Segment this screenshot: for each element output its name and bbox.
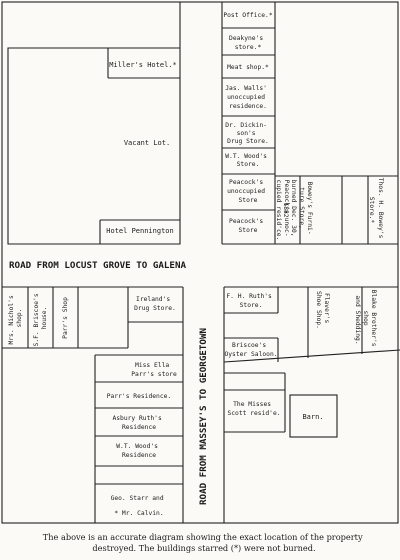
label-geo-starr: Geo. Starr and * Mr. Calvin.	[111, 495, 168, 517]
label-briscoes-oyster: Briscoe's Oyster Saloon.	[224, 342, 277, 358]
label-blake-brothers: Blake Brother's shop and Shedding.	[354, 290, 377, 351]
label-jas-walls: Jas. Walls' unoccupied residence.	[225, 85, 271, 110]
label-peacock-store: Peacock's Store	[229, 218, 267, 234]
label-thos-boweys: Thos. H. Bowey's Store.*	[368, 178, 384, 242]
label-irelands: Ireland's Drug Store.	[134, 296, 176, 312]
label-wt-wood-residence: W.T. Wood's Residence	[116, 443, 162, 459]
label-deakyne: Deakyne's store.*	[229, 35, 267, 51]
label-barn: Barn.	[302, 413, 323, 421]
caption: The above is an accurate diagram showing…	[43, 532, 365, 553]
label-mrs-nichol: Mrs. Nichol's shop.	[8, 291, 23, 344]
label-wt-wood-store: W.T. Wood's Store.	[225, 153, 271, 168]
label-millers-hotel: Miller's Hotel.*	[109, 61, 176, 69]
label-flavers: Flaver's Shoe Shop.	[315, 291, 330, 329]
label-parrs-residence: Parr's Residence.	[107, 393, 171, 400]
label-peacock-unoccupied: Peacock's unoccupied Store	[227, 179, 269, 204]
label-meat-shop: Meat shop.*	[227, 64, 269, 71]
label-sf-briscoe: S.F. Briscoe's house.	[33, 290, 48, 347]
map-border	[1, 1, 399, 524]
block-top-right	[221, 2, 398, 245]
label-asbury-ruth: Asbury Ruth's Residence	[112, 415, 165, 431]
block-bottom-left	[2, 286, 184, 523]
label-dr-dickinson: Dr. Dickin- son's Drug Store.	[225, 122, 271, 145]
label-peacock-resid: Peacock's unoc- cupied resid'ce.	[275, 180, 290, 241]
road-horizontal: ROAD FROM LOCUST GROVE TO GALENA	[9, 260, 186, 271]
label-hotel-pennington: Hotel Pennington	[106, 227, 173, 235]
label-boweys: Bowey's Furni- ture Store, burned Dec. 3…	[282, 180, 313, 241]
label-parrs-shop: Parr's Shop	[62, 297, 69, 339]
label-fh-ruth: F. H. Ruth's Store.	[226, 293, 275, 309]
label-miss-ella-parr: Miss Ella Parr's store	[131, 362, 177, 378]
block-bottom-right	[223, 286, 400, 523]
block-top-left	[7, 2, 181, 245]
label-post-office: Post Office.*	[223, 12, 272, 19]
road-vertical: ROAD FROM MASSEY'S TO GEORGETOWN	[198, 328, 209, 505]
top-left-lot-outline	[7, 2, 181, 245]
label-misses-scott: The Misses Scott resid'e.	[227, 401, 280, 417]
label-vacant-lot: Vacant Lot.	[124, 139, 170, 147]
